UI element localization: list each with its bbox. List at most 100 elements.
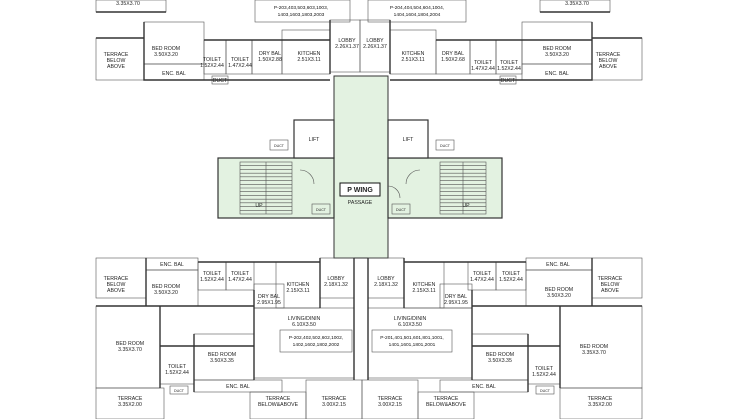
lift-right-box	[387, 119, 429, 159]
up-right-label: UP	[462, 203, 470, 209]
br-terrace-bottom-name: TERRACE	[588, 396, 613, 402]
bl-encbal-label: ENC. BAL	[160, 262, 184, 268]
tl-units-1: P-203,403,503,603,1003,	[274, 5, 328, 11]
tr-toilet1-dim: 1.47X2.44	[471, 66, 495, 72]
tl-kitchen-dim: 2.51X3.11	[297, 57, 320, 63]
bl-units-1: P-202,402,502,602,1002,	[289, 335, 343, 341]
lobby-tl-dim: 2.26X1.37	[335, 44, 359, 50]
tl-drybal-name: DRY BAL	[259, 51, 281, 57]
bl-units-2: 1402,1602,1802,2002	[293, 342, 340, 348]
br-toilet2-name: TOILET	[502, 271, 521, 277]
tr-terrace-2: BELOW	[599, 58, 618, 64]
br-drybal-dim: 2.95X1.95	[444, 300, 468, 306]
bl-terrace-bottom	[95, 387, 165, 419]
br-living-dim: 6.10X3.50	[398, 322, 422, 328]
tl-terrace-2: BELOW	[107, 58, 126, 64]
lobby-tr-name: LOBBY	[366, 38, 384, 44]
br-lobby-name: LOBBY	[377, 276, 395, 282]
bl-terrace-side-1: TERRACE	[104, 276, 129, 282]
br-toilet3	[527, 345, 561, 385]
br-toilet1-dim: 1.47X2.44	[470, 277, 494, 283]
tl-duct-label: DUCT	[213, 78, 228, 84]
central-core	[217, 75, 503, 259]
br-kitchen-dim: 2.15X3.11	[412, 288, 435, 294]
passage-label: PASSAGE	[348, 200, 373, 206]
br-bedroom1-name: BED ROOM	[545, 287, 573, 293]
bl-toilet3-dim: 1.52X2.44	[165, 370, 189, 376]
br-terrace-left-dim: 3.00X2.15	[378, 402, 402, 408]
tl-bedroom-name: BED ROOM	[152, 46, 180, 52]
tr-units-1: P-204,404,504,604,1004,	[390, 5, 444, 11]
br-living-name: LIVING/DININ	[394, 316, 427, 322]
br-bedroom1-dim: 3.50X3.20	[547, 293, 571, 299]
bl-toilet2-name: TOILET	[231, 271, 250, 277]
tl-units-box	[254, 0, 351, 23]
bl-terrace-side-2: BELOW	[107, 282, 126, 288]
bl-lobby-name: LOBBY	[327, 276, 345, 282]
wing-title: P WING	[347, 187, 373, 194]
bl-terrace-bottom-name: TERRACE	[118, 396, 143, 402]
bl-bedroom2-dim: 3.35X3.70	[118, 347, 142, 353]
tl-encbal-label: ENC. BAL	[162, 71, 186, 77]
br-bedroom2-dim: 3.35X3.70	[582, 350, 606, 356]
bl-kitchen-dim: 2.15X3.11	[286, 288, 309, 294]
bl-bedroom1-name: BED ROOM	[152, 284, 180, 290]
lobby-tl-name: LOBBY	[338, 38, 356, 44]
br-terrace-left	[361, 379, 419, 419]
tr-bedroom-name: BED ROOM	[543, 46, 571, 52]
br-bedroom3-dim: 3.50X3.35	[488, 358, 512, 364]
br-toilet1-name: TOILET	[473, 271, 492, 277]
bl-living-dim: 6.10X3.50	[292, 322, 316, 328]
tr-terrace-3: ABOVE	[599, 64, 617, 70]
bl-terrace-right-name: TERRACE	[322, 396, 347, 402]
right-stair-treads	[440, 162, 486, 214]
br-terrace-side-2: BELOW	[601, 282, 620, 288]
duct-core-2	[311, 203, 331, 215]
br-terrace-mid-dim: BELOW&ABOVE	[426, 402, 467, 408]
tl-toilet2-name: TOILET	[231, 57, 250, 63]
lobby-tr-dim: 2.26X1.37	[363, 44, 387, 50]
tr-drybal-name: DRY BAL	[442, 51, 464, 57]
bl-terrace-mid-name: TERRACE	[266, 396, 291, 402]
tl-bedroom-dim: 3.50X3.20	[154, 52, 178, 58]
duct-core-3	[435, 139, 455, 151]
bl-bedroom2-name: BED ROOM	[116, 341, 144, 347]
duct-core-1	[269, 139, 289, 151]
core-duct-2: DUCT	[316, 208, 327, 212]
duct-core-4	[391, 203, 411, 215]
br-lobby-dim: 2.18X1.32	[374, 282, 398, 288]
bl-drybal-name: DRY BAL	[258, 294, 280, 300]
bl-bedroom1-dim: 3.50X3.20	[154, 290, 178, 296]
br-kitchen-name: KITCHEN	[413, 282, 436, 288]
tl-kitchen-name: KITCHEN	[298, 51, 321, 57]
bl-toilet1-name: TOILET	[203, 271, 222, 277]
unit-bottom-right	[361, 257, 643, 419]
core-duct-4: DUCT	[396, 208, 407, 212]
tl-terrace-3: ABOVE	[107, 64, 125, 70]
unit-bottom-left	[95, 257, 363, 419]
bl-bedroom3-name: BED ROOM	[208, 352, 236, 358]
tr-kitchen-name: KITCHEN	[402, 51, 425, 57]
br-units-box	[371, 329, 453, 353]
br-bedroom3-name: BED ROOM	[486, 352, 514, 358]
tr-units-box	[367, 0, 467, 23]
bl-terrace-mid-dim: BELOW&ABOVE	[258, 402, 299, 408]
core-duct-1: DUCT	[274, 144, 285, 148]
br-units-1: P-201,401,501,601,801,1001,	[380, 335, 443, 341]
bl-kitchen-name: KITCHEN	[287, 282, 310, 288]
tr-duct-label: DUCT	[501, 78, 516, 84]
left-stair-treads	[240, 162, 292, 214]
tr-encbal-label: ENC. BAL	[545, 71, 569, 77]
br-encbal-label: ENC. BAL	[546, 262, 570, 268]
bl-duct-label: DUCT	[174, 389, 185, 393]
bl-terrace-right-dim: 3.00X2.15	[322, 402, 346, 408]
tl-units-2: 1403,1603,1803,2003	[278, 12, 325, 18]
tl-toilet2-dim: 1.47X2.44	[228, 63, 252, 69]
br-encbal2-label: ENC. BAL	[472, 384, 496, 390]
br-units-2: 1401,1601,1801,2001	[389, 342, 436, 348]
br-drybal-name: DRY BAL	[445, 294, 467, 300]
bl-lobby-dim: 2.18X1.32	[324, 282, 348, 288]
bl-encbal2-label: ENC. BAL	[226, 384, 250, 390]
bl-toilet2-dim: 1.47X2.44	[228, 277, 252, 283]
bl-terrace-bottom-dim: 3.35X2.00	[118, 402, 142, 408]
